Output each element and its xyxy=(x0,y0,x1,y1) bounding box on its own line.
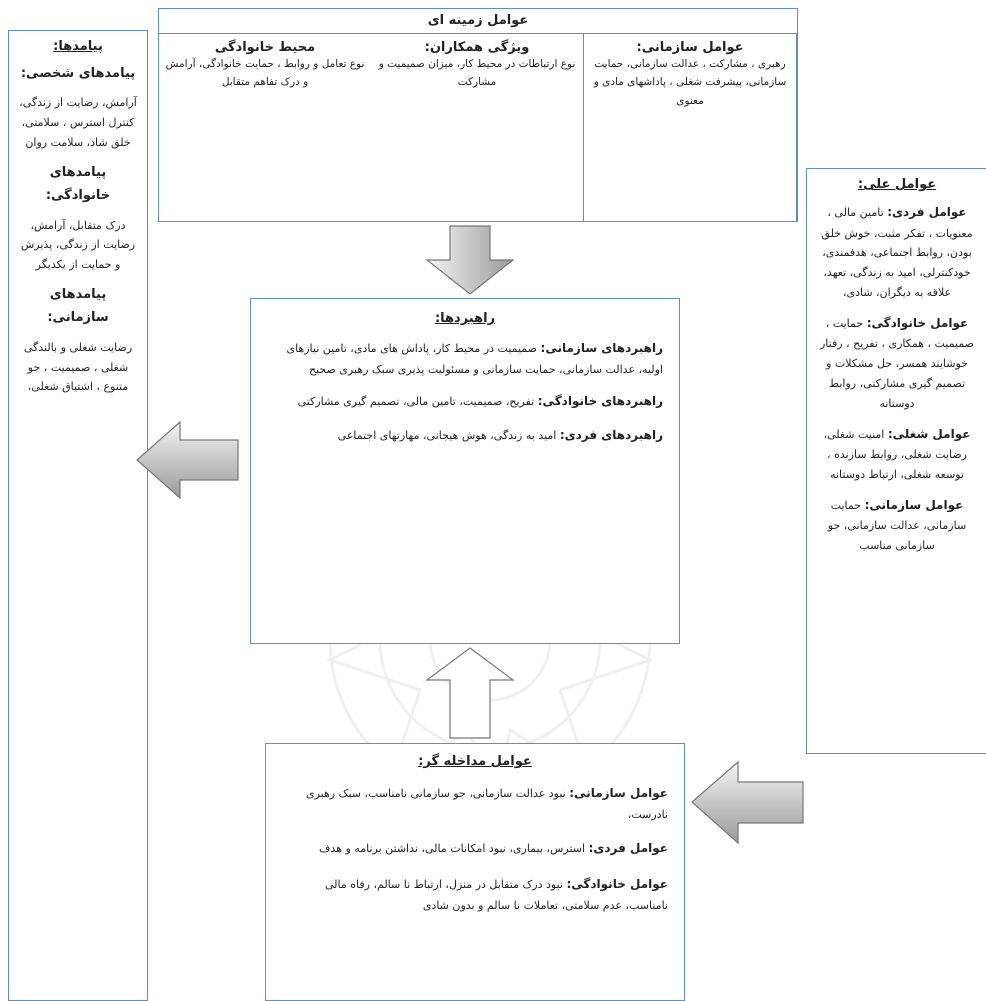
causal-individual-label: عوامل فردی: xyxy=(887,205,967,219)
intervening-individual-text: استرس، بیماری، نبود امکانات مالی، نداشتن… xyxy=(319,842,586,856)
strategies-org-text: صمیمیت در محیط کار، پاداش های مادی، تامی… xyxy=(286,342,663,376)
arrow-up-intervening-to-strategies xyxy=(425,647,515,739)
arrow-left-strategies-to-outcomes xyxy=(136,420,239,500)
causal-family-label: عوامل خانوادگی: xyxy=(866,315,969,330)
outcomes-personal-text: آرامش، رضایت از زندگی، کنترل استرس ، سلا… xyxy=(19,96,137,149)
strategies-family-label: راهبردهای خانوادگی: xyxy=(537,394,663,409)
intervening-individual-label: عوامل فردی: xyxy=(588,841,668,856)
outcomes-org-text: رضایت شغلی و بالندگی شغلی ، صمیمیت ، جو … xyxy=(23,340,133,394)
strategies-individual-label: راهبردهای فردی: xyxy=(559,427,663,442)
outcomes-box: پیامدها: پیامدهای شخصی: آرامش، رضایت از … xyxy=(8,30,148,1001)
intervening-org-label: عوامل سازمانی: xyxy=(569,786,668,800)
strategies-org-label: راهبردهای سازمانی: xyxy=(540,341,663,355)
context-org-col: عوامل سازمانی: رهبری ، مشارکت ، عدالت سا… xyxy=(584,34,797,222)
strategies-title: راهبردها: xyxy=(434,311,496,326)
intervening-org-text: نبود عدالت سازمانی، جو سازمانی نامناسب، … xyxy=(305,787,668,821)
causal-factors-box: عوامل علی: عوامل فردی: تامین مالی ، معنو… xyxy=(806,168,986,754)
causal-org-text: حمایت سازمانی، عدالت سازمانی، جو سازمانی… xyxy=(827,498,967,553)
causal-individual-text: تامین مالی ، معنویات ، تفکر مثبت، خوش خل… xyxy=(821,206,973,299)
context-family-text: نوع تعامل و روابط ، حمایت خانوادگی، آرام… xyxy=(165,58,365,89)
outcomes-personal-title: پیامدهای شخصی: xyxy=(20,66,136,81)
outcomes-family-title: پیامدهای خانوادگی: xyxy=(45,164,111,204)
causal-title: عوامل علی: xyxy=(857,177,937,192)
intervening-factors-box: عوامل مداخله گر: عوامل سازمانی: نبود عدا… xyxy=(265,743,685,1001)
outcomes-org-title: پیامدهای سازمانی: xyxy=(47,286,109,326)
context-factors-box: عوامل زمینه ای محیط خانوادگی نوع تعامل و… xyxy=(158,8,798,222)
context-family-col: محیط خانوادگی نوع تعامل و روابط ، حمایت … xyxy=(159,34,371,222)
context-title: عوامل زمینه ای xyxy=(159,9,797,34)
context-colleagues-title: ویژگی همکاران: xyxy=(424,40,530,55)
strategies-box: راهبردها: راهبردهای سازمانی: صمیمیت در م… xyxy=(250,298,680,644)
context-org-text: رهبری ، مشارکت ، عدالت سازمانی، حمایت سا… xyxy=(593,58,787,107)
causal-job-text: امنیت شغلی، رضایت شغلی، روابط سازنده ، ت… xyxy=(823,427,967,481)
outcomes-title: پیامدها: xyxy=(53,39,103,54)
context-colleagues-text: نوع ارتباطات در محیط کار، میزان صمیمیت و… xyxy=(378,58,576,89)
intervening-title: عوامل مداخله گر: xyxy=(418,754,532,769)
causal-family-text: حمایت ، صمیمیت ، همکاری ، تفریح ، رفتار … xyxy=(819,316,975,410)
intervening-family-label: عوامل خانوادگی: xyxy=(566,876,668,891)
causal-org-label: عوامل سازمانی: xyxy=(864,497,964,512)
strategies-individual-text: امید به زندگی، هوش هیجانی، مهارتهای اجتم… xyxy=(337,428,557,442)
causal-job-label: عوامل شغلی: xyxy=(887,426,971,441)
arrow-down-context-to-strategies xyxy=(425,225,515,295)
outcomes-family-text: درک متقابل، آرامش، رضایت از زندگی، پذیرش… xyxy=(20,218,136,272)
intervening-family-text: نبود درک متقابل در منزل، ارتباط نا سالم،… xyxy=(325,877,668,912)
context-colleagues-col: ویژگی همکاران: نوع ارتباطات در محیط کار،… xyxy=(371,34,584,222)
arrow-left-causal-to-intervening xyxy=(691,760,804,845)
strategies-family-text: تفریح، صمیمیت، تامین مالی، تصمیم گیری مش… xyxy=(297,395,535,409)
context-org-title: عوامل سازمانی: xyxy=(636,40,744,55)
context-family-title: محیط خانوادگی xyxy=(214,40,316,55)
